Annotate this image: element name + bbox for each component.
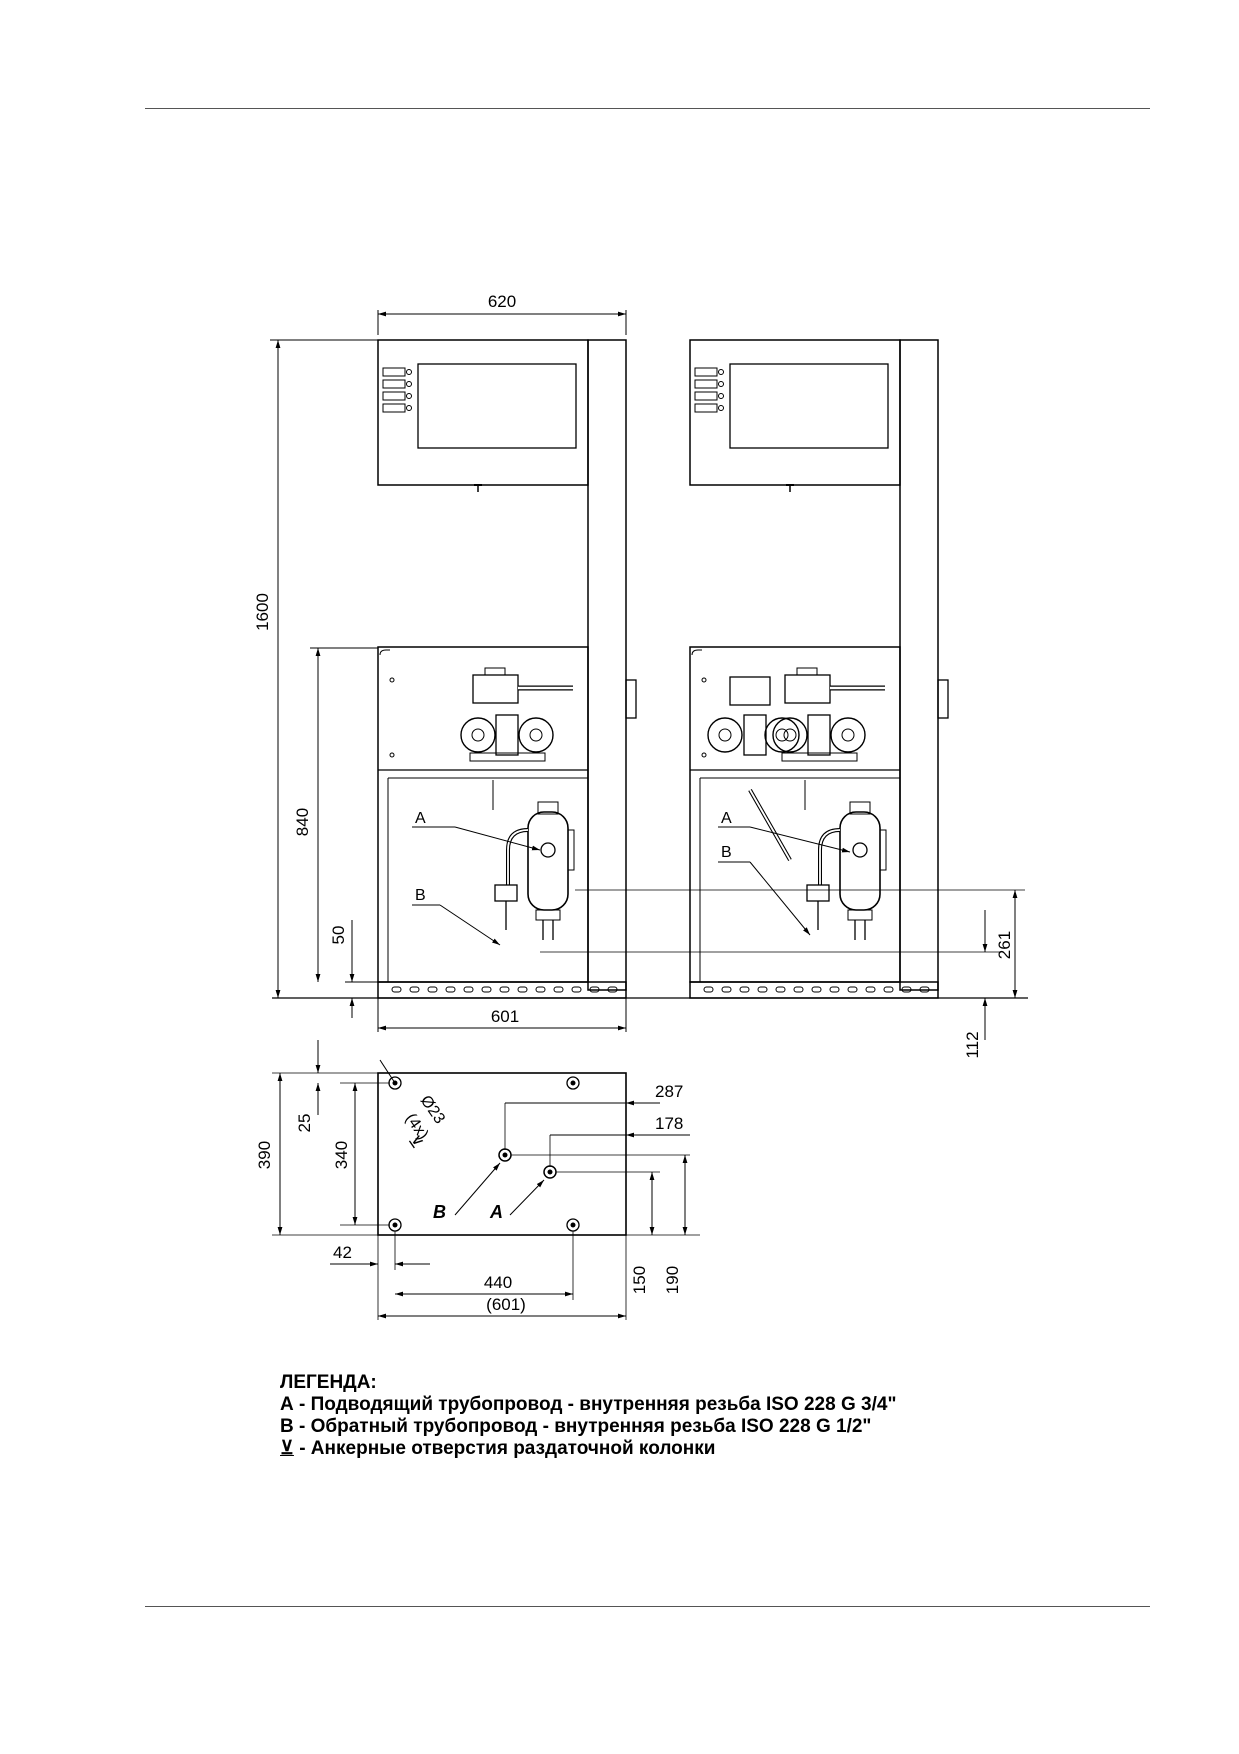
plan-dim-287: 287 bbox=[655, 1082, 683, 1101]
callout-b-right: B bbox=[721, 844, 732, 861]
bottom-rule bbox=[145, 1606, 1150, 1607]
callout-a-right: A bbox=[721, 810, 732, 827]
plan-dim-150: 150 bbox=[630, 1266, 649, 1294]
plan-view: B A Ø23 (4x) ⊻ bbox=[377, 1059, 627, 1236]
second-pump-block bbox=[707, 676, 800, 861]
legend: ЛЕГЕНДА: А - Подводящий трубопровод - вн… bbox=[280, 1372, 1040, 1460]
dim-front-width: 620 bbox=[488, 292, 516, 311]
dim-lower-height: 840 bbox=[293, 808, 312, 836]
plan-dim-178: 178 bbox=[655, 1114, 683, 1133]
plan-dim-601-paren: (601) bbox=[486, 1295, 526, 1314]
plan-dim-25: 25 bbox=[295, 1114, 314, 1133]
plan-dim-440: 440 bbox=[484, 1273, 512, 1292]
legend-item-anchor-text: - Анкерные отверстия раздаточной колонки bbox=[299, 1438, 716, 1459]
dim-base-width: 601 bbox=[491, 1007, 519, 1026]
plan-dim-42: 42 bbox=[333, 1243, 352, 1262]
plan-callout-a: A bbox=[489, 1202, 503, 1222]
dim-side-261: 261 bbox=[995, 931, 1014, 959]
legend-item-a: А - Подводящий трубопровод - внутренняя … bbox=[280, 1394, 897, 1415]
callout-b-left: B bbox=[415, 887, 426, 904]
plan-callout-b: B bbox=[433, 1202, 446, 1222]
anchor-symbol-icon: ⊻ bbox=[280, 1438, 294, 1459]
dim-total-height: 1600 bbox=[253, 593, 272, 631]
plan-dim-390: 390 bbox=[255, 1141, 274, 1169]
plan-dim-340: 340 bbox=[332, 1141, 351, 1169]
callout-a-left: A bbox=[415, 810, 426, 827]
legend-title: ЛЕГЕНДА: bbox=[280, 1372, 377, 1393]
legend-item-b: В - Обратный трубопровод - внутренняя ре… bbox=[280, 1416, 872, 1437]
dim-side-112: 112 bbox=[963, 1031, 982, 1058]
dim-base-height: 50 bbox=[329, 926, 348, 945]
plan-dim-190: 190 bbox=[663, 1266, 682, 1294]
top-rule bbox=[145, 108, 1150, 109]
legend-item-anchor: ⊻ - Анкерные отверстия раздаточной колон… bbox=[280, 1438, 1040, 1460]
dispenser-front-view-right bbox=[690, 340, 948, 998]
